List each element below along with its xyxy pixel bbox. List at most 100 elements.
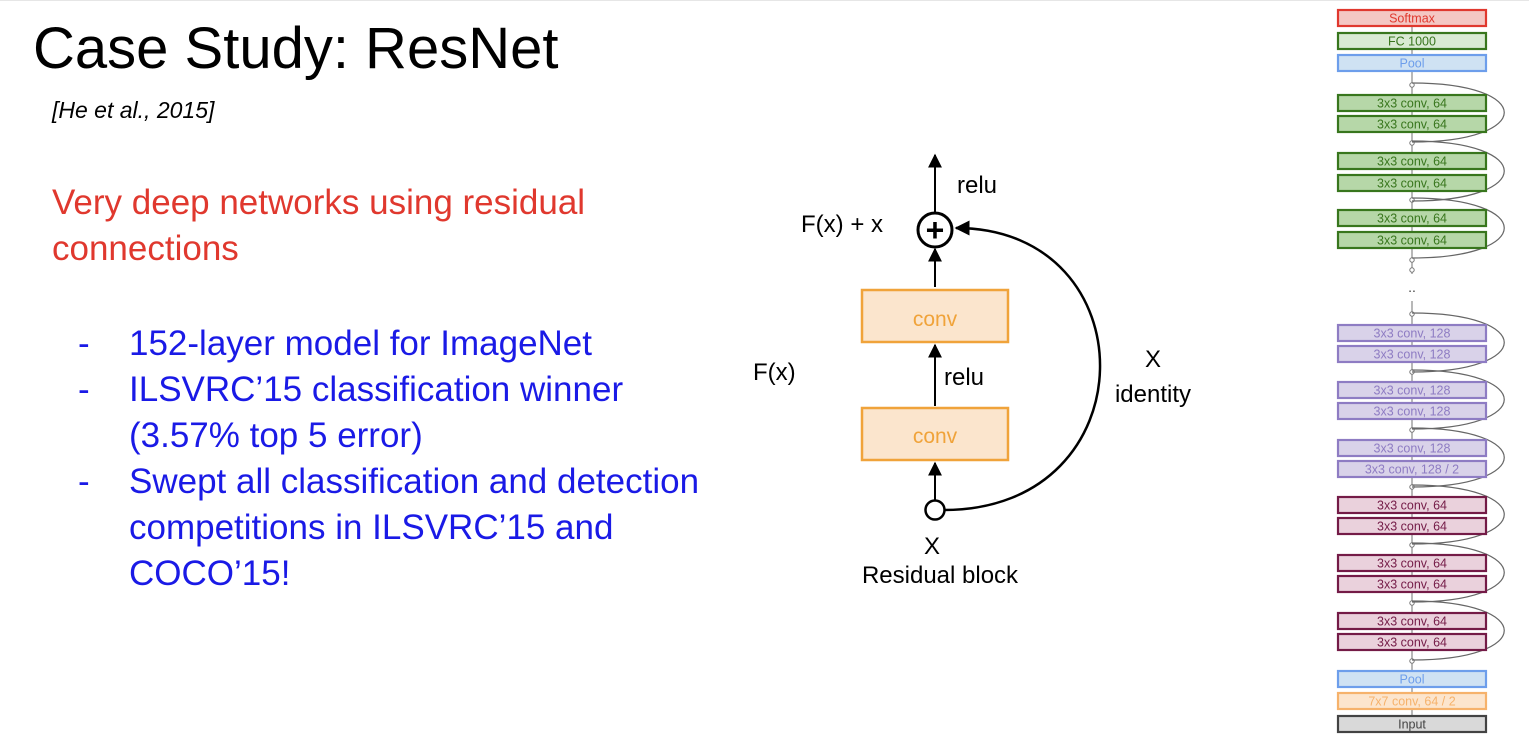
layer-maroon: 3x3 conv, 64 <box>1336 495 1488 515</box>
layer-box <box>1336 230 1488 250</box>
layer-maroon: 3x3 conv, 64 <box>1336 516 1488 536</box>
layer-green: 3x3 conv, 64 <box>1336 230 1488 250</box>
layer-box <box>1336 438 1488 458</box>
layer-label: FC 1000 <box>1388 35 1436 49</box>
bullet-item: -152-layer model for ImageNet <box>70 321 710 367</box>
layer-label: 3x3 conv, 128 <box>1374 348 1451 362</box>
plus-icon: + <box>926 212 945 248</box>
layer-box <box>1336 459 1488 479</box>
residual-block-caption: Residual block <box>862 562 1019 589</box>
bullet-text: ILSVRC’15 classification winner (3.57% t… <box>129 370 624 455</box>
skip-connection-arrow <box>943 220 1102 512</box>
bullet-marker: - <box>78 324 90 363</box>
bullet-marker: - <box>78 462 90 501</box>
layer-label: 3x3 conv, 64 <box>1377 177 1447 191</box>
skip-connection-arc <box>1411 312 1505 373</box>
layer-label: Pool <box>1399 673 1424 687</box>
bullet-item: -Swept all classification and detection … <box>70 459 710 597</box>
lower-conv-label: conv <box>913 425 958 448</box>
layer-pool: Pool <box>1336 53 1488 73</box>
skip-connection-arc <box>1411 484 1505 545</box>
layer-lavender: 3x3 conv, 128 <box>1336 380 1488 400</box>
layer-box <box>1336 495 1488 515</box>
layer-lavender: 3x3 conv, 128 <box>1336 344 1488 364</box>
layer-box <box>1336 380 1488 400</box>
layer-box <box>1336 323 1488 343</box>
layer-box <box>1336 691 1488 711</box>
layer-label: 3x3 conv, 128 / 2 <box>1365 463 1459 477</box>
skip-connection-arc <box>1411 542 1505 603</box>
slide-subtitle: Very deep networks using residual connec… <box>52 183 586 268</box>
layer-maroon: 3x3 conv, 64 <box>1336 611 1488 631</box>
layer-lavender: 3x3 conv, 128 <box>1336 401 1488 421</box>
layer-label: 3x3 conv, 64 <box>1377 557 1447 571</box>
bullet-text: Swept all classification and detection c… <box>129 462 700 593</box>
layer-lavender: 3x3 conv, 128 <box>1336 438 1488 458</box>
layer-green: 3x3 conv, 64 <box>1336 208 1488 228</box>
layer-box <box>1336 516 1488 536</box>
top-border <box>0 0 1529 1</box>
bullet-text: 152-layer model for ImageNet <box>129 324 592 363</box>
layer-box <box>1336 632 1488 652</box>
layer-green: 3x3 conv, 64 <box>1336 93 1488 113</box>
connector-dot <box>1409 267 1415 273</box>
layer-pool: Pool <box>1336 669 1488 689</box>
layer-label: 3x3 conv, 64 <box>1377 636 1447 650</box>
bullet-list: -152-layer model for ImageNet -ILSVRC’15… <box>70 321 710 597</box>
layer-box <box>1336 553 1488 573</box>
layer-orange: 7x7 conv, 64 / 2 <box>1336 691 1488 711</box>
ellipsis: .. <box>1408 279 1416 295</box>
layer-label: 3x3 conv, 64 <box>1377 520 1447 534</box>
layer-box <box>1336 151 1488 171</box>
layer-label: 3x3 conv, 64 <box>1377 212 1447 226</box>
layer-box <box>1336 574 1488 594</box>
top-relu-label: relu <box>957 172 997 199</box>
layer-fc: FC 1000 <box>1336 31 1488 51</box>
skip-connection-arc <box>1411 369 1505 430</box>
layer-lavender: 3x3 conv, 128 / 2 <box>1336 459 1488 479</box>
upper-conv-block <box>860 288 1010 344</box>
layer-label: 3x3 conv, 128 <box>1374 384 1451 398</box>
input-x-label: X <box>924 533 940 560</box>
layer-green: 3x3 conv, 64 <box>1336 114 1488 134</box>
skip-connection-arc <box>1411 82 1505 143</box>
layer-label: Input <box>1398 718 1426 732</box>
layer-label: Softmax <box>1389 12 1436 26</box>
skip-connection-arc <box>1411 140 1505 202</box>
layer-input: Input <box>1336 714 1488 734</box>
layer-box <box>1336 344 1488 364</box>
layer-label: 3x3 conv, 64 <box>1377 578 1447 592</box>
fx-label: F(x) <box>753 359 796 386</box>
citation: [He et al., 2015] <box>52 97 215 123</box>
layer-box <box>1336 8 1488 28</box>
layer-lavender: 3x3 conv, 128 <box>1336 323 1488 343</box>
layer-label: 3x3 conv, 128 <box>1374 405 1451 419</box>
middle-relu-label: relu <box>944 364 984 391</box>
sum-node <box>916 211 954 249</box>
layer-box <box>1336 669 1488 689</box>
layer-label: 3x3 conv, 64 <box>1377 118 1447 132</box>
layer-box <box>1336 173 1488 193</box>
layer-green: 3x3 conv, 64 <box>1336 151 1488 171</box>
layer-maroon: 3x3 conv, 64 <box>1336 553 1488 573</box>
layer-softmax: Softmax <box>1336 8 1488 28</box>
layer-box <box>1336 208 1488 228</box>
layer-box <box>1336 114 1488 134</box>
layer-box <box>1336 31 1488 51</box>
layer-label: Pool <box>1399 57 1424 71</box>
layer-box <box>1336 714 1488 734</box>
layer-label: 3x3 conv, 64 <box>1377 234 1447 248</box>
layer-box <box>1336 611 1488 631</box>
layer-label: 3x3 conv, 64 <box>1377 155 1447 169</box>
layer-label: 3x3 conv, 64 <box>1377 499 1447 513</box>
skip-connection-arc <box>1411 197 1505 259</box>
skip-x-label: X <box>1145 346 1161 373</box>
skip-identity-label: identity <box>1115 381 1191 408</box>
layer-label: 7x7 conv, 64 / 2 <box>1368 695 1455 709</box>
bullet-marker: - <box>78 370 90 409</box>
layer-label: 3x3 conv, 128 <box>1374 327 1451 341</box>
layer-green: 3x3 conv, 64 <box>1336 173 1488 193</box>
